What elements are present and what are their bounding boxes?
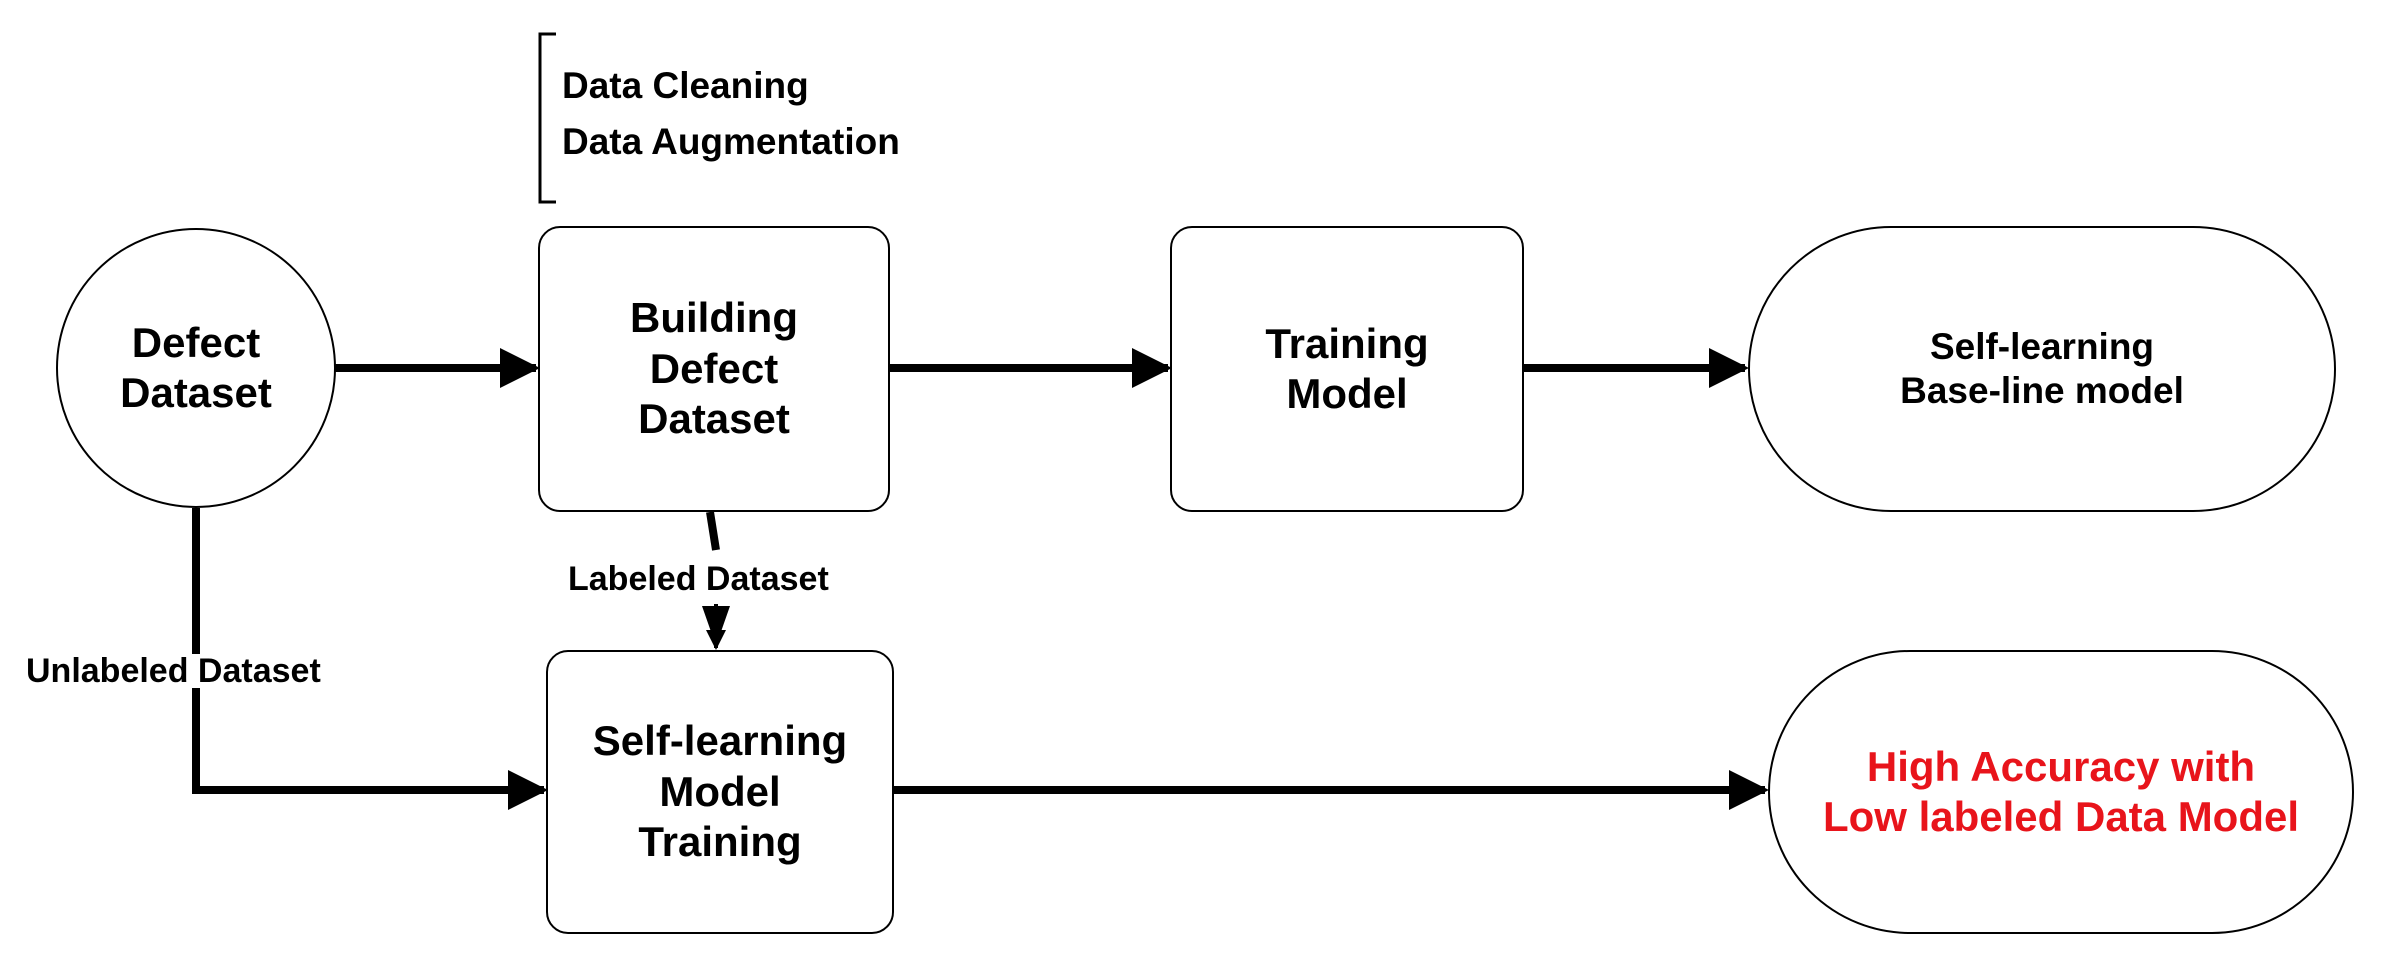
edge-label-unlabeled-dataset: Unlabeled Dataset [26, 652, 321, 690]
node-defect-dataset: Defect Dataset [56, 228, 336, 508]
preprocessing-notes: Data Cleaning Data Augmentation [562, 65, 900, 162]
node-high-accuracy-model: High Accuracy with Low labeled Data Mode… [1768, 650, 2354, 934]
node-self-learning-training-label: Self-learning Model Training [592, 717, 848, 866]
node-high-accuracy-model-label: High Accuracy with Low labeled Data Mode… [1822, 742, 2300, 840]
arrow-unlabeled [192, 508, 548, 810]
arrow-labeled-segment-1 [706, 511, 720, 551]
edge-label-labeled-dataset: Labeled Dataset [568, 560, 829, 598]
annotation-bracket [538, 32, 556, 204]
node-building-defect-dataset: Building Defect Dataset [538, 226, 890, 512]
arrow-labeled-head [702, 606, 730, 646]
node-baseline-model: Self-learning Base-line model [1748, 226, 2336, 512]
node-self-learning-training: Self-learning Model Training [546, 650, 894, 934]
node-training-model: Training Model [1170, 226, 1524, 512]
node-baseline-model-label: Self-learning Base-line model [1900, 325, 2184, 411]
node-training-model-label: Training Model [1265, 319, 1429, 417]
node-defect-dataset-label: Defect Dataset [120, 318, 272, 416]
node-building-defect-dataset-label: Building Defect Dataset [630, 294, 798, 443]
